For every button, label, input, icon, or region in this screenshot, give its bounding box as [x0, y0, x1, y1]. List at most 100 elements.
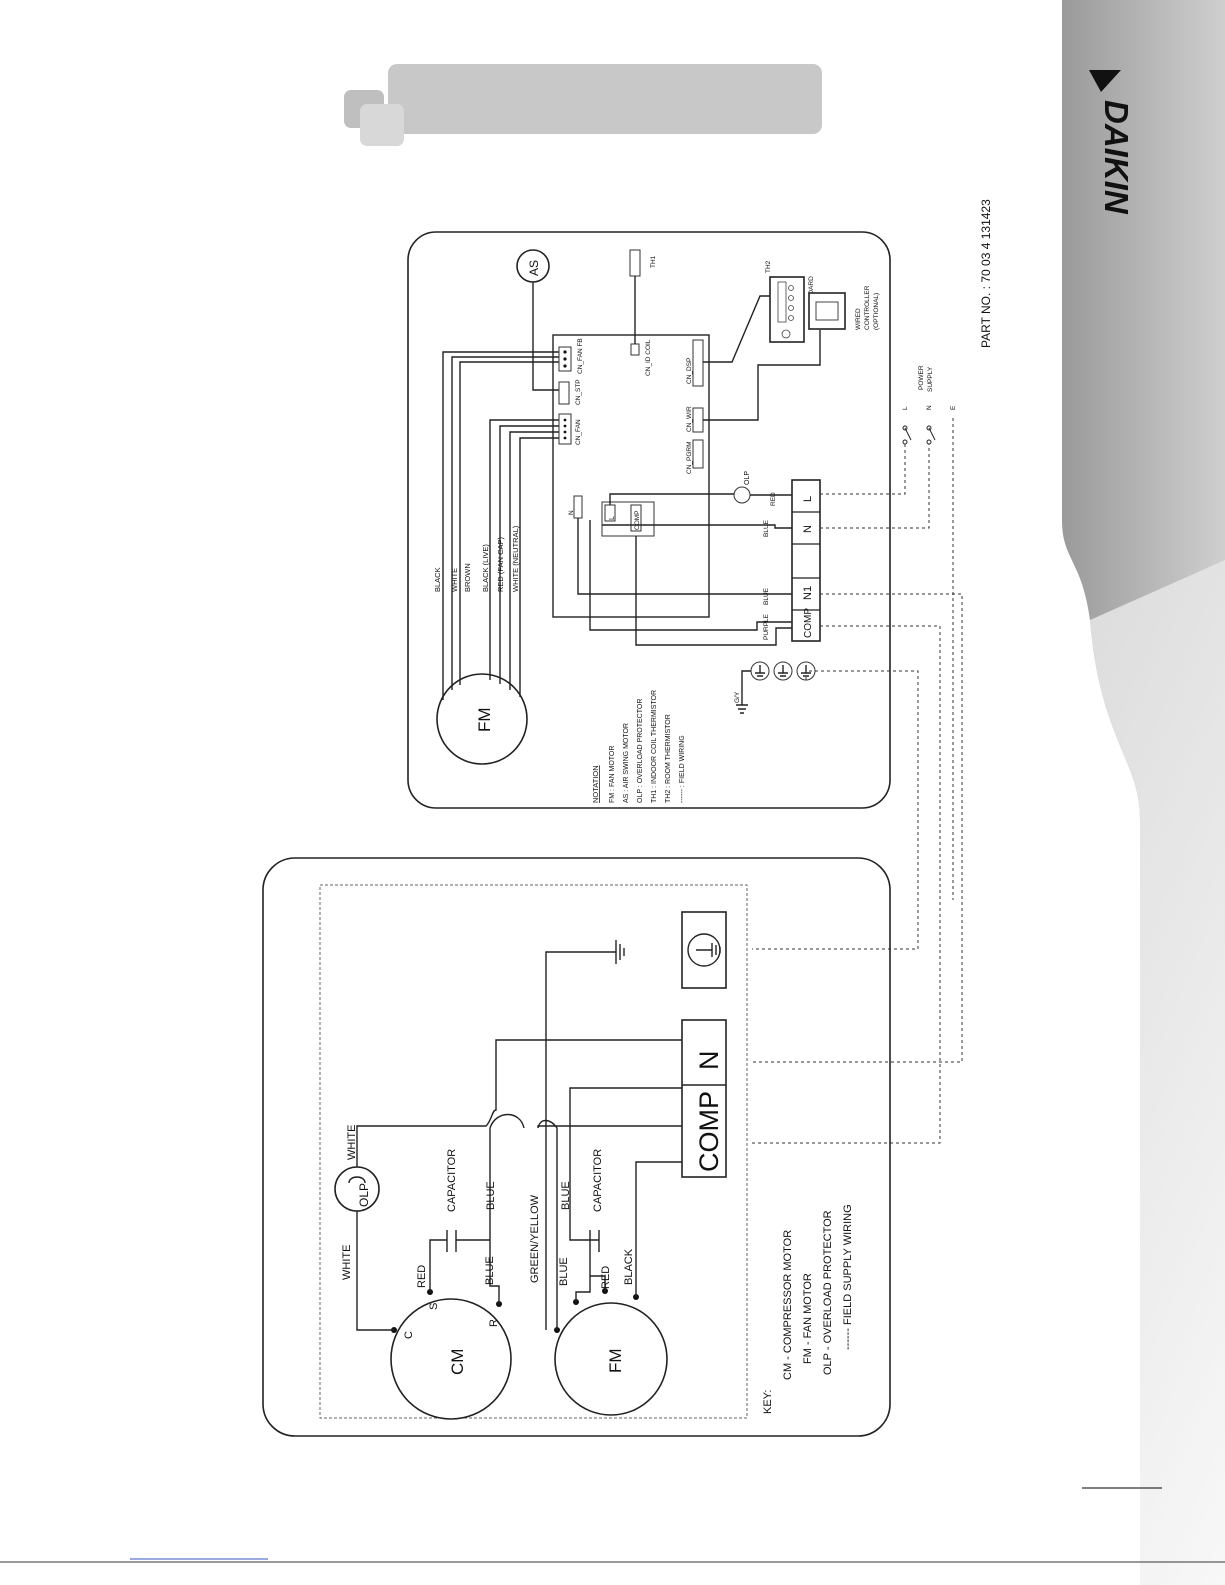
cn-pgrm-label: CN_PGRM	[686, 441, 693, 474]
wire-label-white: WHITE	[450, 568, 459, 592]
key-line-4: ------ FIELD SUPPLY WIRING	[842, 1204, 854, 1350]
outdoor-capacitor-label-2: CAPACITOR	[592, 1149, 604, 1212]
indoor-terminal-block	[791, 479, 821, 642]
outdoor-red-label-2: RED	[600, 1266, 612, 1289]
control-pcb	[552, 334, 710, 618]
as-label: AS	[527, 260, 541, 276]
cn-pgrm-connector	[692, 439, 704, 469]
compressor-motor	[390, 1298, 512, 1420]
wire-label-white-neutral: WHITE (NEUTRAL)	[511, 525, 520, 592]
cn-stp-label: CN_STP	[575, 379, 582, 405]
wire-purple-label: PURPLE	[763, 613, 770, 640]
cm-label: CM	[448, 1349, 467, 1375]
indoor-fan-motor	[436, 673, 528, 765]
key-line-2: FM - FAN MOTOR	[802, 1273, 814, 1364]
daikin-logo-icon: DAIKIN	[1089, 70, 1135, 215]
cn-wir-connector	[692, 407, 704, 433]
outdoor-blue-label-4: BLUE	[560, 1181, 572, 1210]
notation-line-4: TH1 : INDOOR COIL THERMISTOR	[651, 690, 658, 803]
wired-controller-label-3: (OPTIONAL)	[873, 293, 880, 330]
wire-label-brown: BROWN	[463, 563, 472, 592]
outdoor-terminal-block	[681, 1019, 727, 1178]
notation-title: NOTATION	[591, 765, 600, 803]
outdoor-fan-motor	[554, 1302, 668, 1416]
outdoor-blue-label-2: BLUE	[485, 1181, 497, 1210]
power-switches	[902, 425, 936, 445]
cn-fan-fb-label: CN_FAN FB	[577, 338, 584, 374]
cm-terminal-c: C	[403, 1331, 415, 1339]
relay-comp-label: COMP	[634, 511, 641, 531]
cn-fan-label: CN_FAN	[575, 419, 582, 445]
power-l-label: L	[902, 406, 909, 410]
indoor-unit-frame	[407, 231, 891, 809]
notation-line-2: AS : AIR SWING MOTOR	[623, 723, 630, 803]
cn-stp-connector	[558, 381, 570, 405]
wire-label-red-fan-cap: RED (FAN CAP)	[496, 536, 505, 592]
wired-controller-label-1: WIRED	[855, 308, 862, 330]
outdoor-fm-label: FM	[606, 1348, 625, 1373]
sidebar-fade	[1090, 560, 1225, 1585]
wired-controller	[808, 292, 846, 330]
cn-dsp-label: CN_DSP	[686, 358, 693, 384]
th2-label: TH2	[765, 260, 772, 273]
wire-blue-label-1: BLUE	[763, 519, 770, 537]
power-supply-label-2: SUPPLY	[927, 366, 934, 392]
outdoor-capacitor-label-1: CAPACITOR	[446, 1149, 458, 1212]
outdoor-white-label-1: WHITE	[341, 1245, 353, 1280]
outdoor-olp-label: OLP	[357, 1183, 371, 1207]
outdoor-red-label-1: RED	[416, 1265, 428, 1288]
n-connector	[573, 495, 583, 519]
n-connector-label: N	[568, 510, 575, 515]
power-n-label: N	[926, 405, 933, 410]
key-line-3: OLP - OVERLOAD PROTECTOR	[822, 1210, 834, 1375]
part-number: PART NO. : 70 03 4 131423	[979, 199, 993, 348]
outdoor-terminal-n: N	[694, 1051, 724, 1071]
indoor-olp-label: OLP	[744, 471, 751, 485]
outdoor-black-label: BLACK	[623, 1248, 635, 1285]
cm-terminal-r: R	[488, 1319, 500, 1327]
outdoor-blue-label-3: BLUE	[558, 1257, 570, 1286]
th1-label: TH1	[650, 255, 657, 268]
outdoor-terminal-comp: COMP	[694, 1091, 724, 1172]
wire-blue-label-2: BLUE	[763, 587, 770, 605]
indoor-fm-label: FM	[475, 707, 494, 732]
terminal-n: N	[802, 525, 814, 533]
wire-label-black: BLACK	[433, 567, 442, 592]
outdoor-blue-label-1: BLUE	[484, 1256, 496, 1285]
outdoor-white-label-2: WHITE	[346, 1125, 358, 1160]
notation-line-5: TH2 : ROOM THERMISTOR	[665, 714, 672, 803]
terminal-n1: N1	[802, 586, 814, 600]
terminal-l: L	[802, 496, 814, 502]
svg-text:DAIKIN: DAIKIN	[1098, 100, 1135, 215]
power-supply-label-1: POWER	[918, 365, 925, 390]
wired-controller-label-2: CONTROLLER	[864, 285, 871, 330]
cn-fan-connector	[558, 413, 572, 445]
terminal-comp: COMP	[803, 608, 814, 638]
power-e-label: E	[950, 405, 957, 410]
th1-thermistor	[629, 249, 641, 277]
cm-terminal-s: S	[428, 1303, 440, 1310]
key-line-1: CM - COMPRESSOR MOTOR	[782, 1230, 794, 1380]
wire-label-black-live: BLACK (LIVE)	[481, 544, 490, 592]
header-tab	[388, 64, 822, 134]
relay-l-label: L	[609, 516, 616, 520]
notation-line-6: ------ : FIELD WIRING	[679, 735, 686, 803]
notation-line-3: OLP : OVERLOAD PROTECTOR	[637, 699, 644, 803]
notation-line-1: FM : FAN MOTOR	[609, 746, 616, 803]
display-board	[769, 276, 805, 343]
cn-wir-label: CN_WIR	[686, 406, 693, 432]
cn-id-coil-label: CN_ID COIL	[645, 339, 652, 376]
indoor-olp	[733, 486, 751, 504]
cn-id-coil-connector	[630, 343, 640, 356]
outdoor-green-yellow-label: GREEN/YELLOW	[529, 1194, 541, 1283]
earth-group	[736, 661, 816, 714]
wire-red-label: RED	[770, 492, 777, 506]
outdoor-unit-frame	[262, 857, 891, 1437]
gy-label: G/Y	[734, 691, 741, 703]
header-square-front	[360, 104, 404, 146]
cn-dsp-connector	[692, 339, 704, 387]
key-title: KEY:	[762, 1390, 774, 1414]
